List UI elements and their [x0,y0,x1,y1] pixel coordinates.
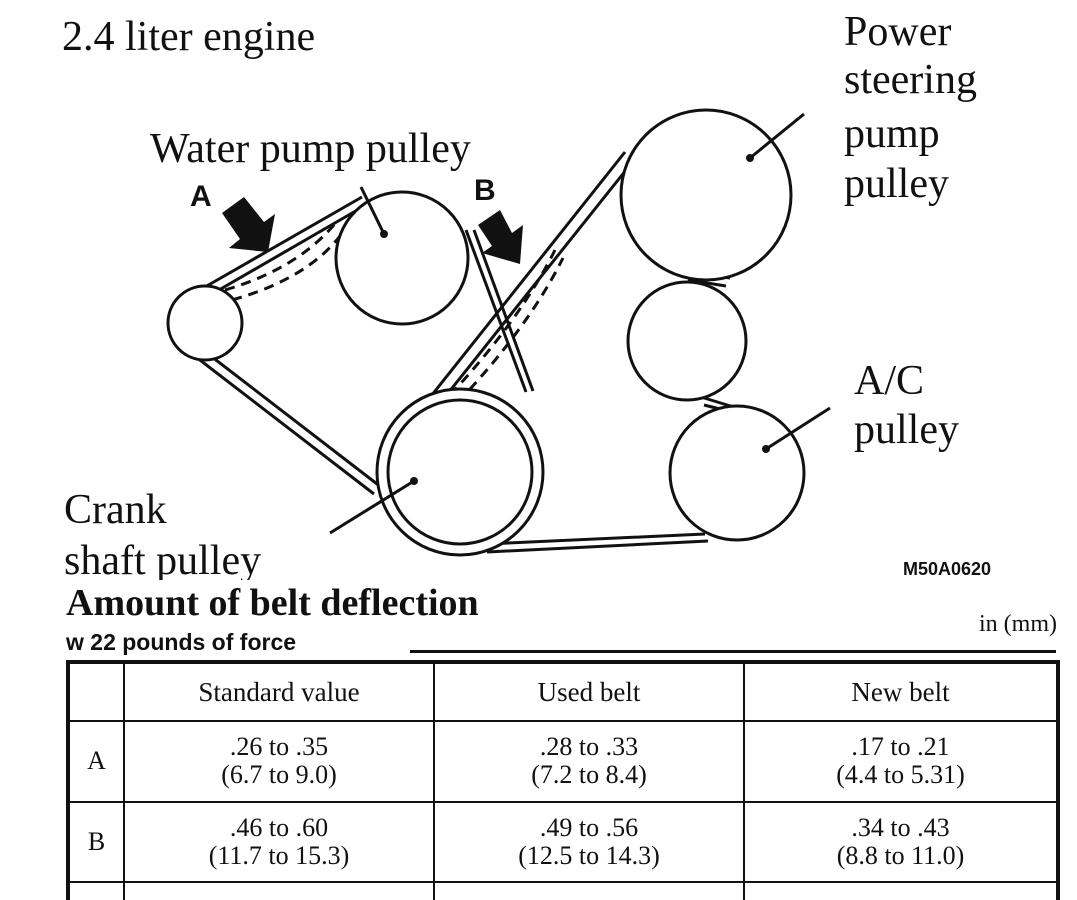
power-steering-label-line1: Power [844,9,951,55]
crank-shaft-pulley-label-line2: shaft pulley [64,538,261,580]
crank-shaft-pulley-label-line1: Crank [64,487,167,533]
leader-lines [329,112,831,535]
header-used-belt: Used belt [433,661,745,722]
subheading-rule [410,650,1056,653]
belt-deflection-table: Standard value Used belt New belt A .26 … [66,660,1060,900]
cell-a-new: .17 to .21 (4.4 to 5.31) [743,720,1059,803]
header-new-belt: New belt [743,661,1059,722]
ac-pulley [668,404,806,542]
cell-b-standard: .46 to .60 (11.7 to 15.3) [123,800,435,884]
header-standard-value: Standard value [123,661,435,722]
arrow-b [478,210,523,264]
deflection-dashed-lines [224,219,565,404]
power-steering-label-line4: pulley [844,161,949,207]
cell-a-used: .28 to .33 (7.2 to 8.4) [433,720,745,803]
figure-code: M50A0620 [903,559,991,579]
power-steering-pump-pulley [619,108,793,282]
row-label-a: A [67,720,125,803]
cell-b-used: .49 to .56 (12.5 to 14.3) [433,800,745,884]
idler-pulley-left [166,284,244,362]
table-header-row: Standard value Used belt New belt [67,661,1059,722]
header-blank [67,661,125,722]
spec-heading: Amount of belt deflection [66,582,479,624]
cell-b-new: .34 to .43 (8.8 to 11.0) [743,800,1059,884]
crank-shaft-pulley-inner [386,398,534,546]
row-label-b: B [67,800,125,884]
cell-a-standard: .26 to .35 (6.7 to 9.0) [123,720,435,803]
belt-routing-diagram: 2.4 liter engine [62,9,991,580]
ac-pulley-label-line2: pulley [854,407,959,453]
unit-label: in (mm) [979,611,1057,637]
arrow-b-label: B [474,174,496,207]
ac-pulley-label-line1: A/C [854,358,924,404]
table-row: B .46 to .60 (11.7 to 15.3) .49 to .56 (… [67,800,1059,884]
table-row: A .26 to .35 (6.7 to 9.0) .28 to .33 (7.… [67,720,1059,803]
power-steering-label-line3: pump [844,111,940,157]
spec-subheading: w 22 pounds of force [66,627,1056,657]
water-pump-pulley-label: Water pump pulley [150,126,471,172]
power-steering-label-line2: steering [844,57,977,103]
arrow-a [222,197,275,252]
idler-pulley-right [626,280,748,402]
spec-subheading-text: w 22 pounds of force [66,629,297,655]
arrow-a-label: A [190,180,212,213]
diagram-title: 2.4 liter engine [62,14,315,60]
table-row-partial [67,881,1059,900]
water-pump-pulley [334,190,470,326]
